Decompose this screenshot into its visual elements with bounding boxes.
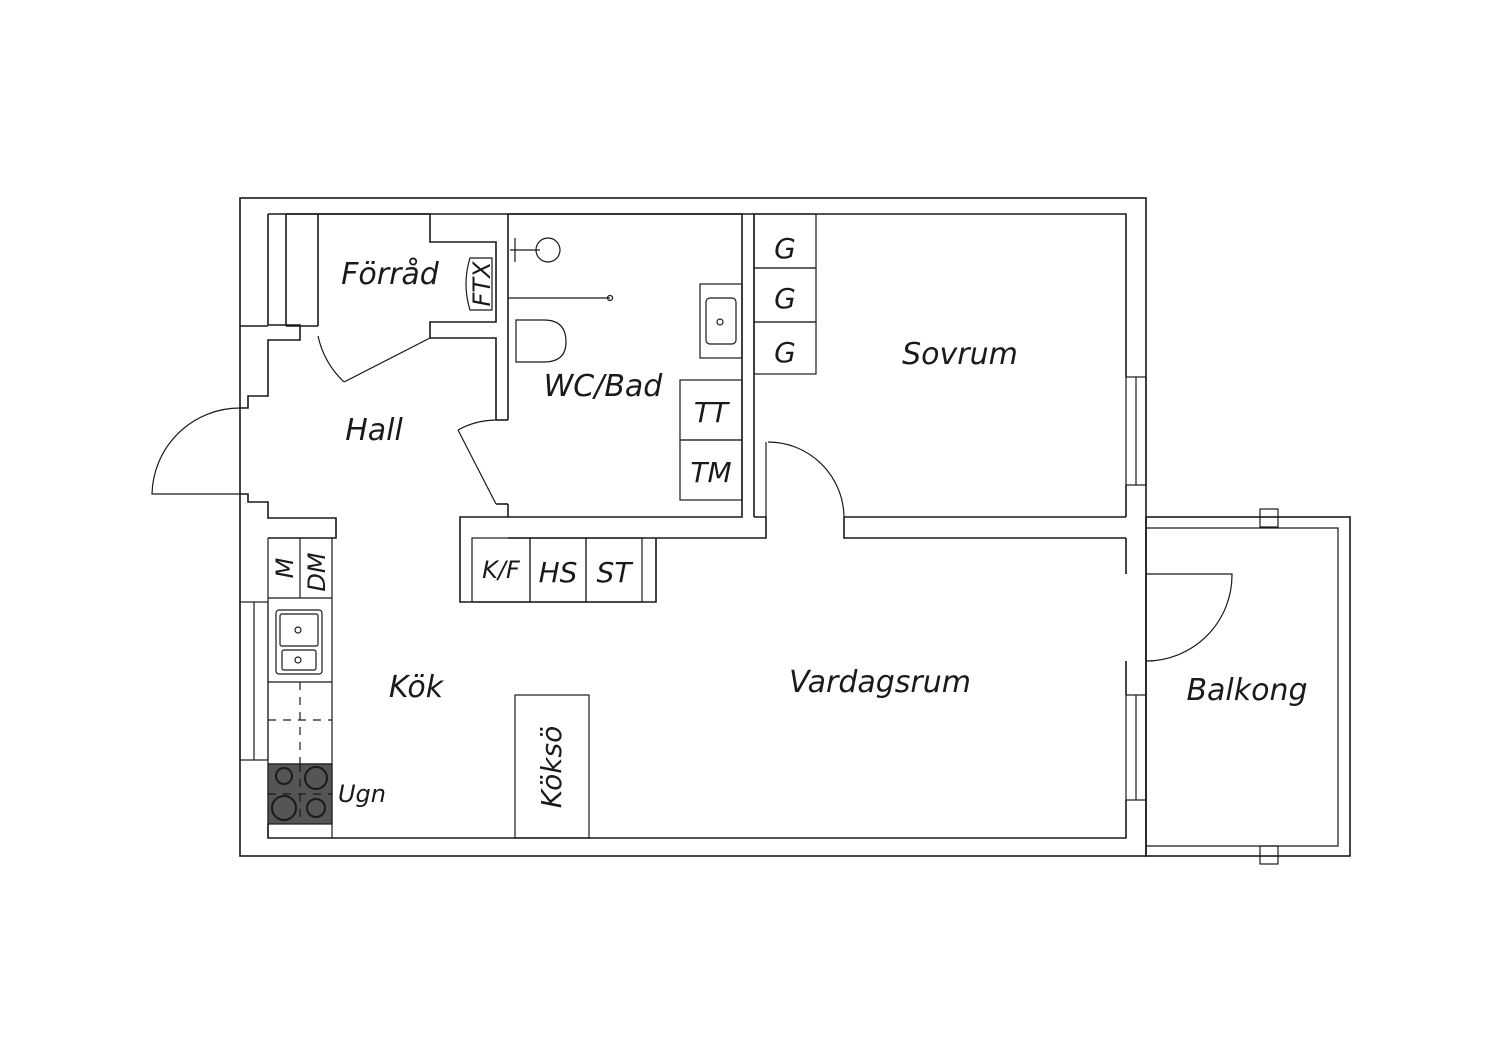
outer-walls bbox=[239, 197, 1147, 857]
fixture-label-st: ST bbox=[597, 556, 634, 589]
balcony bbox=[1125, 508, 1351, 865]
room-label-sovrum: Sovrum bbox=[902, 337, 1018, 372]
fixture-label-m: M bbox=[271, 557, 299, 578]
room-label-kok: Kök bbox=[389, 670, 445, 705]
fixture-label-g2: G bbox=[774, 282, 796, 315]
room-label-wc-bad: WC/Bad bbox=[544, 369, 664, 404]
fixture-label-g3: G bbox=[774, 336, 796, 369]
fixture-label-tt: TT bbox=[694, 396, 730, 429]
room-label-forrad: Förråd bbox=[341, 257, 440, 292]
kitchen-counter bbox=[239, 538, 333, 838]
room-label-vardagsrum: Vardagsrum bbox=[789, 665, 971, 700]
bathroom bbox=[457, 213, 743, 518]
room-label-hall: Hall bbox=[345, 413, 403, 448]
fixture-label-g1: G bbox=[774, 232, 796, 265]
fixture-label-tm: TM bbox=[690, 456, 731, 489]
fixture-label-kf: K/F bbox=[482, 556, 521, 584]
storage-room bbox=[285, 213, 497, 420]
fixture-label-hs: HS bbox=[539, 556, 578, 589]
fixture-label-dm: DM bbox=[303, 552, 331, 591]
kitchen-island bbox=[514, 694, 590, 839]
kitchen-cabinets bbox=[459, 516, 657, 603]
entrance-door bbox=[151, 214, 337, 539]
fixture-label-kokso: Köksö bbox=[535, 726, 568, 808]
fixture-label-ugn: Ugn bbox=[338, 780, 386, 808]
fixture-label-ftx: FTX bbox=[468, 261, 496, 306]
room-label-balkong: Balkong bbox=[1186, 673, 1307, 708]
